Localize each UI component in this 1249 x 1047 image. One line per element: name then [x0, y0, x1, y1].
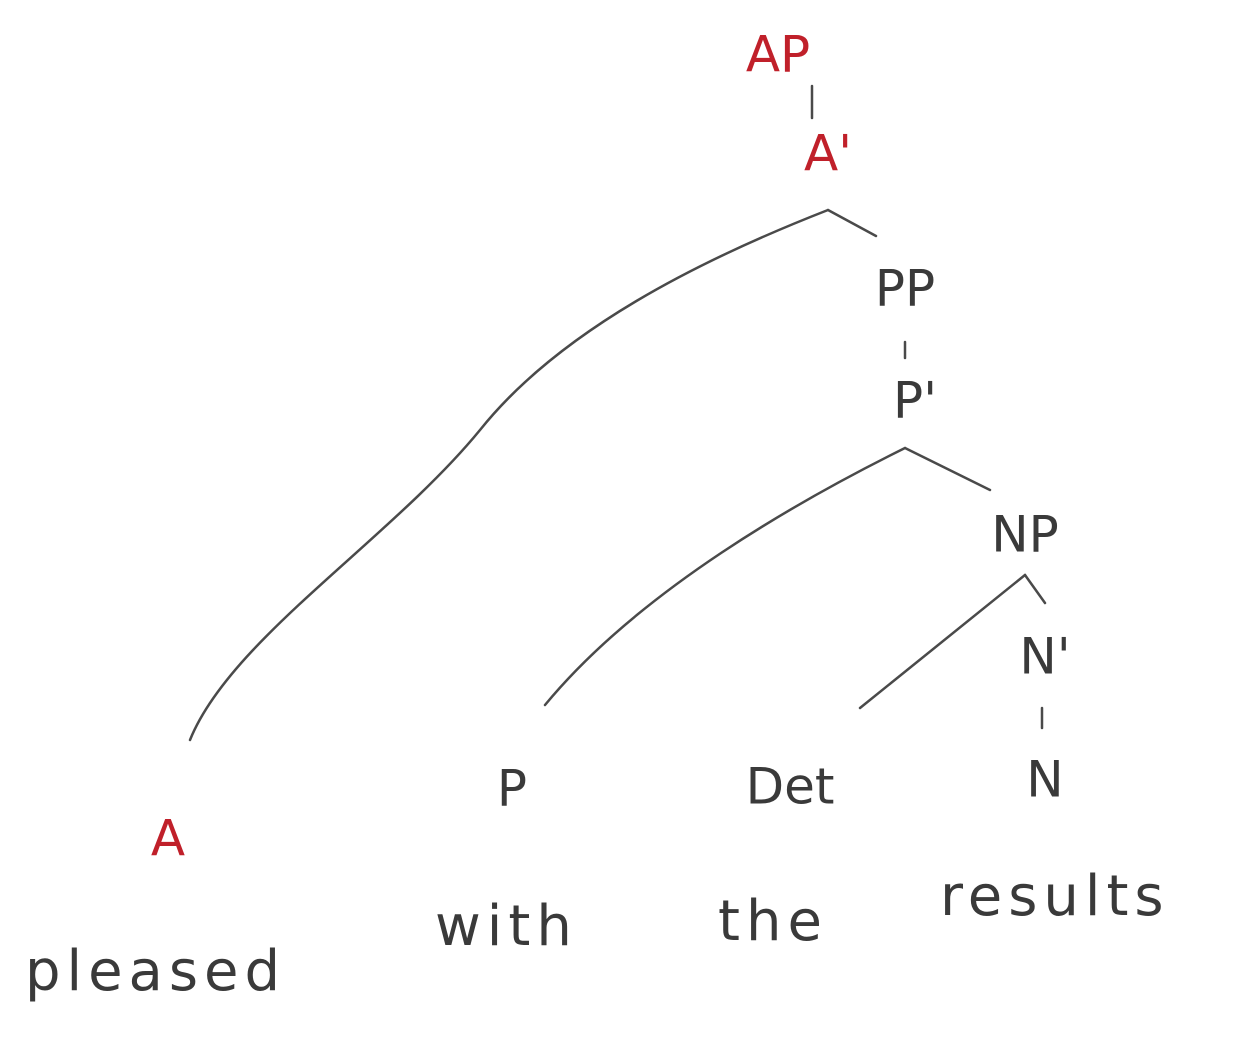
node-n-bar: N' [1019, 628, 1070, 686]
word-with: with [435, 894, 578, 959]
node-n: N [1026, 751, 1063, 809]
word-results: results [940, 864, 1170, 929]
sentence-words: pleased with the results [25, 864, 1170, 1004]
node-p-bar: P' [893, 372, 937, 430]
node-p: P [497, 760, 527, 818]
node-a-bar: A' [804, 125, 852, 183]
node-a: A [151, 810, 185, 868]
node-ap: AP [746, 26, 810, 84]
branch-abar-pp [826, 208, 878, 238]
branch-pbar-np [903, 446, 992, 492]
branch-pbar-p [543, 446, 907, 707]
tree-nodes: AP A' PP P' NP N' A P Det N [151, 26, 1071, 868]
node-pp: PP [875, 260, 935, 318]
branch-np-det [858, 573, 1027, 710]
node-np: NP [991, 506, 1059, 564]
node-det: Det [746, 758, 835, 816]
branch-abar-a [188, 208, 830, 742]
word-the: the [718, 889, 828, 954]
word-pleased: pleased [25, 939, 286, 1004]
branch-np-nbar [1023, 573, 1047, 605]
tree-branches [188, 84, 1047, 742]
